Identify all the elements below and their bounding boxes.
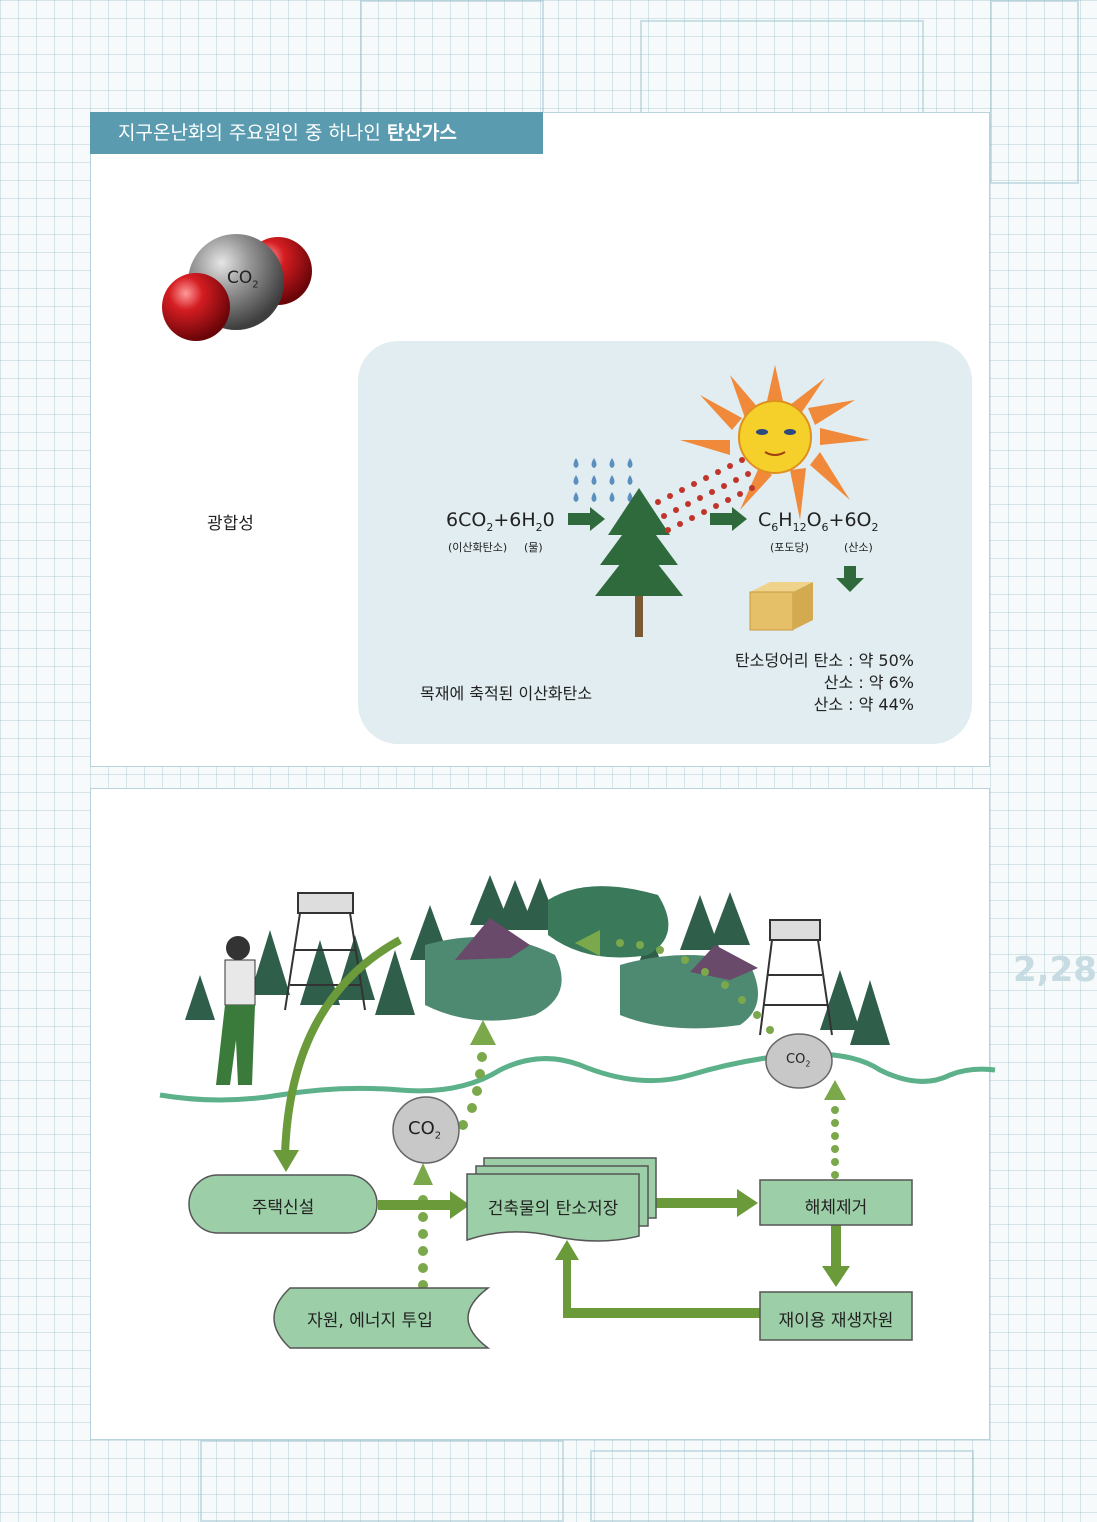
bg-ornament-top-right [640, 20, 924, 114]
bg-ornament-bottom-right [590, 1450, 974, 1522]
section-title-emphasis: 탄산가스 [386, 122, 457, 144]
node-demolition-label: 해체제거 [804, 1198, 868, 1218]
bg-ornament-right [990, 0, 1079, 184]
product-note-glucose: (포도당) [770, 541, 809, 554]
bg-ornament-bottom [200, 1440, 564, 1522]
photosynthesis-label: 광합성 [207, 514, 254, 534]
equation-products: C6H12O6+6O2 [758, 509, 879, 534]
section-title: 지구온난화의 주요원인 중 하나인 탄산가스 [90, 112, 543, 154]
wood-carbon-label: 목재에 축적된 이산화탄소 [420, 684, 593, 703]
bottom-panel [90, 788, 990, 1440]
bg-ornament-top [360, 0, 544, 114]
side-watermark-number: 2,28 [1013, 950, 1097, 990]
node-resources-label: 자원, 에너지 투입 [307, 1311, 433, 1331]
reactant-note-co2: (이산화탄소) [448, 541, 508, 554]
composition-oxygen-1: 산소 : 약 6% [823, 673, 914, 692]
molecule-label: CO2 [227, 268, 259, 291]
product-note-oxygen: (산소) [844, 541, 873, 554]
co2-bubble-label-2: CO2 [786, 1052, 811, 1069]
reactant-note-water: (물) [524, 541, 543, 554]
equation-reactants: 6CO2+6H20 [446, 509, 555, 534]
node-recycle-label: 재이용 재생자원 [778, 1311, 894, 1331]
co2-bubble-label-1: CO2 [408, 1118, 442, 1142]
composition-oxygen-2: 산소 : 약 44% [813, 695, 914, 714]
node-construction-label: 주택신설 [251, 1198, 315, 1218]
composition-list: 탄소덩어리 탄소 : 약 50% 산소 : 약 6% 산소 : 약 44% [735, 650, 914, 716]
composition-carbon: 탄소덩어리 탄소 : 약 50% [734, 651, 914, 670]
node-storage-label: 건축물의 탄소저장 [487, 1199, 619, 1219]
section-title-prefix: 지구온난화의 주요원인 중 하나인 [118, 122, 387, 144]
